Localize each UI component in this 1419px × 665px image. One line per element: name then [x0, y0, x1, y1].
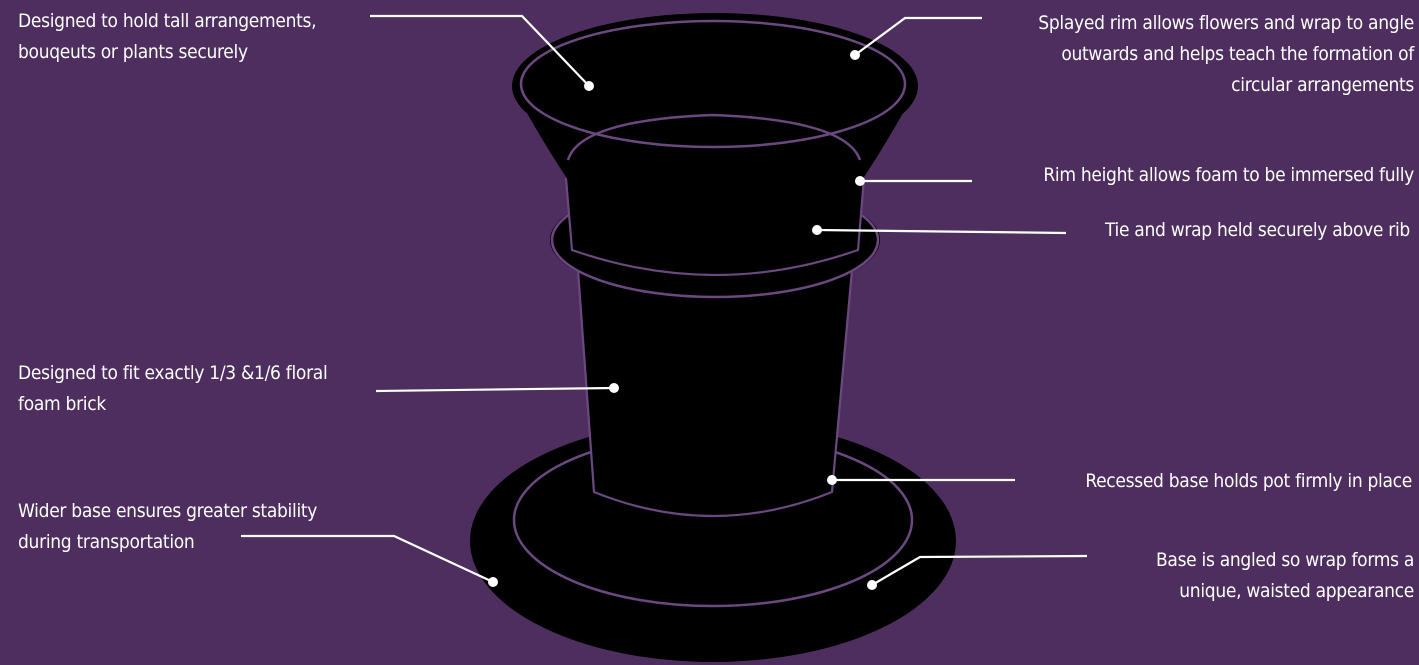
pot-body-outline — [576, 269, 854, 518]
dot-recessed-base — [827, 475, 837, 485]
callout-text: Designed to hold tall arrangements, — [18, 10, 317, 32]
callout-text: Base is angled so wrap forms a — [1155, 549, 1414, 571]
callout-wider-base: Wider base ensures greater stability dur… — [18, 496, 317, 558]
callout-recessed-base: Recessed base holds pot firmly in place — [1085, 466, 1412, 497]
dot-tie-wrap — [812, 225, 822, 235]
callout-text: bouqeuts or plants securely — [18, 41, 248, 63]
dot-splayed-rim — [850, 50, 860, 60]
leader-dots — [488, 50, 877, 590]
leader-lines — [241, 14, 1088, 586]
callout-text: Splayed rim allows flowers and wrap to a… — [1038, 12, 1414, 34]
dot-tall-arrangements — [584, 81, 594, 91]
callout-text: Designed to fit exactly 1/3 &1/6 floral — [18, 362, 328, 384]
leader-wider-base — [241, 534, 494, 583]
callout-tall-arrangements: Designed to hold tall arrangements, bouq… — [18, 6, 317, 68]
callout-text: unique, waisted appearance — [1179, 580, 1414, 602]
callout-splayed-rim: Splayed rim allows flowers and wrap to a… — [1038, 8, 1414, 101]
callout-tie-wrap: Tie and wrap held securely above rib — [1105, 215, 1410, 246]
callout-text: Wider base ensures greater stability — [18, 500, 318, 522]
callout-text: circular arrangements — [1231, 74, 1414, 96]
pot-rim-inner-edge — [519, 19, 907, 149]
pot-rim-opening — [566, 113, 862, 161]
pot-collar-outline — [564, 177, 866, 277]
pot-collar — [566, 178, 864, 275]
pot-body — [578, 270, 852, 516]
dot-angled-base — [867, 580, 877, 590]
callout-text: during transportation — [18, 531, 195, 553]
callout-rim-height: Rim height allows foam to be immersed fu… — [1043, 160, 1414, 191]
callout-text: outwards and helps teach the formation o… — [1061, 43, 1414, 65]
leader-foam-brick — [375, 386, 615, 393]
dot-rim-height — [855, 176, 865, 186]
leader-tie-wrap — [816, 228, 1067, 235]
dot-foam-brick — [609, 383, 619, 393]
leader-splayed-rim — [854, 16, 982, 56]
dot-wider-base — [488, 577, 498, 587]
callout-text: Tie and wrap held securely above rib — [1104, 219, 1410, 241]
callout-text: foam brick — [18, 393, 106, 415]
callout-text: Rim height allows foam to be immersed fu… — [1043, 164, 1414, 186]
callout-text: Recessed base holds pot firmly in place — [1085, 470, 1412, 492]
pot-rim-top — [512, 13, 918, 159]
leader-tall-arrangements — [370, 14, 590, 87]
leader-angled-base — [871, 554, 1088, 586]
callout-angled-base: Base is angled so wrap forms a unique, w… — [1156, 545, 1414, 607]
callout-foam-brick: Designed to fit exactly 1/3 &1/6 floral … — [18, 358, 328, 420]
